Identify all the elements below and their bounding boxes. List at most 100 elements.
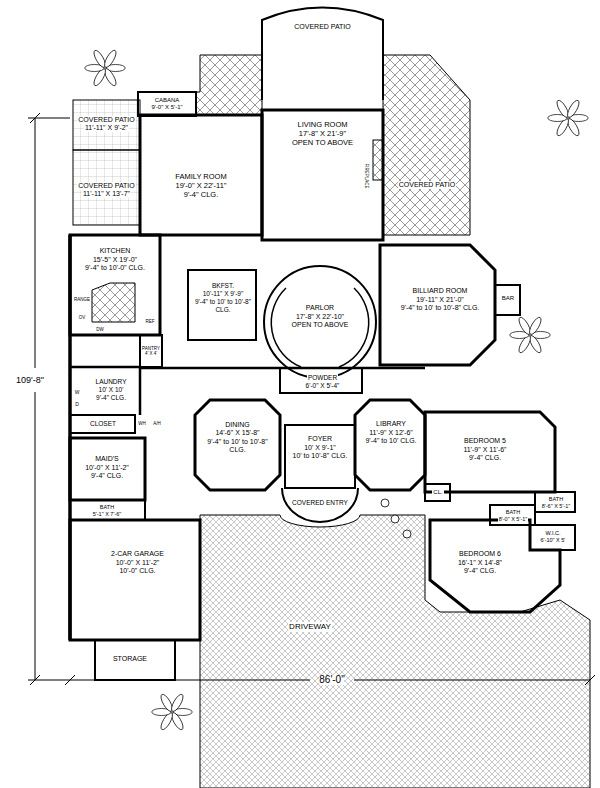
room-label: CLOSET <box>74 417 132 431</box>
room-dimension: 9'-4" to 10' to 10'-8" CLG. <box>400 304 481 312</box>
room-text-group: BATH8'-0" X 5'-1" <box>491 509 535 522</box>
room-name: BILLIARD ROOM <box>412 287 469 295</box>
room-name: BATH <box>548 496 564 503</box>
room-label: KITCHEN15'-5" X 19'-0"9'-4" to 10'-0" CL… <box>74 240 156 280</box>
room-name: FAMILY ROOM <box>174 172 227 181</box>
room-name: CABANA <box>154 97 181 104</box>
room-dimension: 9'-4" CLG. <box>468 454 502 462</box>
room-name: W.I.C. <box>545 530 562 537</box>
room-text-group: LAUNDRY10' X 10'9'-4" CLG. <box>86 378 136 401</box>
room-dimension: 9'-4" to 10'-0" CLG. <box>84 264 146 272</box>
room-label: CL. <box>427 487 449 499</box>
hatched-areas <box>73 55 590 788</box>
room-text-group: COVERED PATIO <box>388 181 466 189</box>
room-name: BEDROOM 5 <box>463 437 507 445</box>
room-dimension: OPEN TO ABOVE <box>291 321 350 329</box>
room-dimension: 9'-4" CLG. <box>95 394 127 402</box>
room-dimension: OPEN TO ABOVE <box>291 138 354 147</box>
room-label: DRIVEWAY <box>270 620 350 634</box>
room-label: COVERED PATIO11'-11" X 9'-2" <box>74 104 139 144</box>
room-dimension: 19'-0" X 22'-11" <box>175 181 228 190</box>
room-text-group: LIBRARY11'-9" X 12'-6"9'-4" to 10' CLG. <box>360 420 422 445</box>
room-label: PANTRY4' X 4' <box>141 337 161 365</box>
room-name: COVERED PATIO <box>77 116 136 124</box>
fixture-label: FIREPLACE <box>364 163 369 188</box>
room-text-group: 2-CAR GARAGE10'-0" X 11'-2"10'-0" CLG. <box>90 550 185 575</box>
room-dimension: 10' X 9'-1" <box>303 444 337 452</box>
room-text-group: DINING14'-6" X 15'-8"9'-4" to 10' to 10'… <box>200 421 275 455</box>
room-name: STORAGE <box>112 655 148 663</box>
room-dimension: 8'-6" X 5'-1" <box>541 503 572 510</box>
room-dimension: 19'-11" X 21'-0" <box>415 296 465 304</box>
room-dimension: 11'-9" X 11'-6" <box>462 446 507 454</box>
room-dimension: 10' X 10' <box>98 386 125 394</box>
room-label: POWDER6'-0" X 5'-4" <box>285 372 360 392</box>
room-text-group: FAMILY ROOM19'-0" X 22'-11"9'-4" CLG. <box>145 172 257 199</box>
room-dimension: 6'-0" X 5'-4" <box>305 382 341 390</box>
room-label: W.I.C.6'-10" X 5' <box>532 527 574 547</box>
dimension-label: 86'-0" <box>319 675 344 685</box>
room-label: BILLIARD ROOM19'-11" X 21'-0"9'-4" to 10… <box>390 280 490 320</box>
room-label: BATH8'-0" X 5'-1" <box>491 507 535 524</box>
room-name: LAUNDRY <box>95 378 128 386</box>
room-name: POWDER <box>307 374 338 382</box>
room-label: COVERED PATIO11'-11" X 13'-7" <box>74 170 139 210</box>
room-name: CLOSET <box>89 420 117 428</box>
room-label: BEDROOM 616'-1" X 14'-8"9'-4" CLG. <box>440 545 520 581</box>
room-text-group: BEDROOM 616'-1" X 14'-8"9'-4" CLG. <box>440 550 520 575</box>
room-text-group: LIVING ROOM17'-8" X 21'-9"OPEN TO ABOVE <box>267 120 378 147</box>
room-dimension: 10'-0" CLG. <box>118 567 156 575</box>
fixture-label: WH <box>138 422 146 427</box>
room-label: FOYER10' X 9'-1"10' to 10'-8" CLG. <box>288 428 352 468</box>
room-label: BAR <box>496 292 520 306</box>
room-text-group: PANTRY4' X 4' <box>141 346 161 357</box>
room-name: COVERED PATIO <box>398 181 457 189</box>
room-name: COVERED PATIO <box>77 182 136 190</box>
landscape-plants <box>85 49 588 732</box>
room-name: DINING <box>224 421 251 429</box>
fixture-label: RANGE <box>74 298 90 303</box>
room-name: BEDROOM 6 <box>458 550 502 558</box>
room-name: 2-CAR GARAGE <box>110 550 165 558</box>
room-dimension: 10'-0" X 11'-2" <box>84 464 130 472</box>
room-text-group: COVERED ENTRY <box>290 499 350 507</box>
fixture-label: REF <box>146 320 155 325</box>
room-name: FOYER <box>307 435 333 443</box>
room-dimension: 9'-4" CLG. <box>183 190 220 199</box>
room-dimension: 9'-4" to 10' CLG. <box>364 437 417 445</box>
room-name: COVERED ENTRY <box>291 499 349 507</box>
room-name: PARLOR <box>305 304 335 312</box>
room-dimension: 10'-11" X 9'-9" <box>202 290 245 298</box>
room-name: BKFST. <box>211 282 235 290</box>
room-dimension: 9'-0" X 5'-1" <box>150 104 183 111</box>
room-label: LIVING ROOM17'-8" X 21'-9"OPEN TO ABOVE <box>267 114 378 152</box>
room-dimension: 17'-8" X 21'-9" <box>298 129 347 138</box>
walls <box>70 8 575 681</box>
room-label: COVERED ENTRY <box>290 492 350 514</box>
room-dimension: 11'-11" X 9'-2" <box>84 124 129 132</box>
room-text-group: CL. <box>427 489 449 496</box>
room-text-group: COVERED PATIO11'-11" X 9'-2" <box>74 116 139 133</box>
room-text-group: BILLIARD ROOM19'-11" X 21'-0"9'-4" to 10… <box>390 287 490 312</box>
room-dimension: 9'-4" to 10' to 10'-8" CLG. <box>192 298 254 314</box>
room-label: COVERED PATIO <box>270 12 375 42</box>
room-label: BEDROOM 511'-9" X 11'-6"9'-4" CLG. <box>440 432 530 468</box>
room-name: COVERED PATIO <box>293 23 352 31</box>
room-dimension: 9'-4" CLG. <box>463 567 497 575</box>
room-label: PARLOR17'-8" X 22'-10"OPEN TO ABOVE <box>283 300 357 334</box>
room-label: LIBRARY11'-9" X 12'-6"9'-4" to 10' CLG. <box>360 408 422 458</box>
room-label: STORAGE <box>100 652 160 666</box>
room-label: BATH5'-1" X 7'-6" <box>74 503 140 519</box>
room-name: BAR <box>501 295 515 302</box>
fixture-label: D <box>75 402 79 407</box>
room-label: BKFST.10'-11" X 9'-9"9'-4" to 10' to 10'… <box>192 278 254 318</box>
room-dimension: 4' X 4' <box>144 351 158 356</box>
room-label: COVERED PATIO <box>388 170 466 200</box>
fixture-label: A/H <box>153 422 161 427</box>
room-label: MAID'S10'-0" X 11'-2"9'-4" CLG. <box>74 450 140 486</box>
room-text-group: BKFST.10'-11" X 9'-9"9'-4" to 10' to 10'… <box>192 282 254 313</box>
room-text-group: COVERED PATIO11'-11" X 13'-7" <box>74 182 139 199</box>
room-text-group: BAR <box>496 295 520 302</box>
room-text-group: CABANA9'-0" X 5'-1" <box>140 97 194 111</box>
